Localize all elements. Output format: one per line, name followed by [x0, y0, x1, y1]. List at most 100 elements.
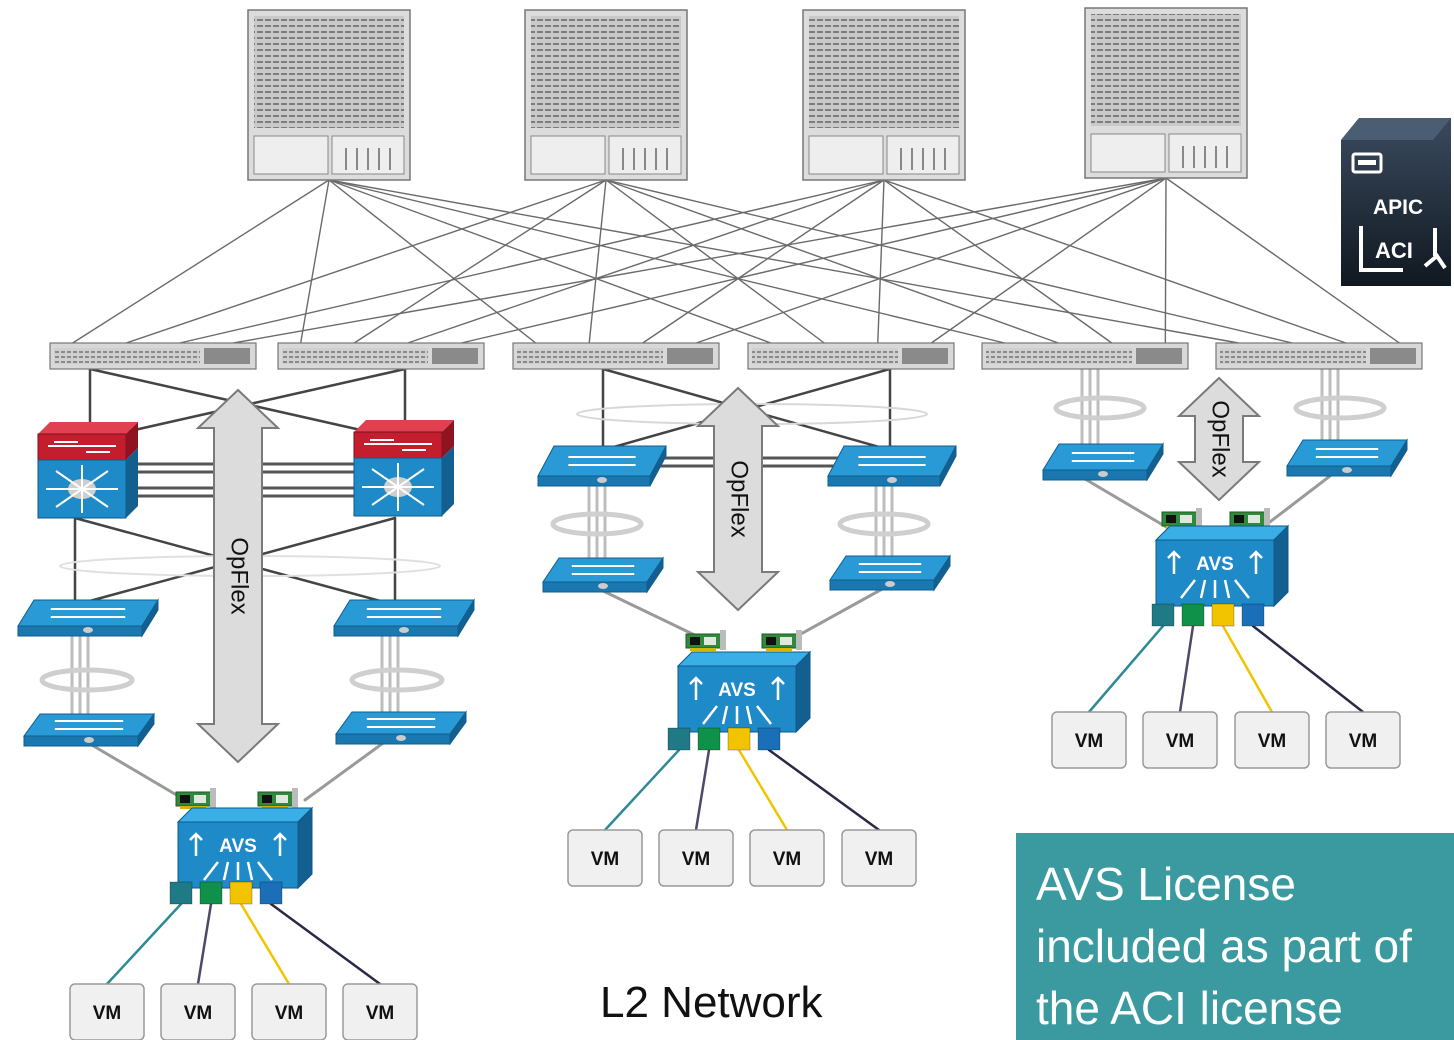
nic-port [276, 795, 288, 803]
leaf-switch-icon [1215, 342, 1423, 370]
vm-port-icon [229, 881, 253, 905]
vm-box [1234, 711, 1310, 769]
bidirectional-arrow-icon: OpFlex [695, 386, 781, 612]
switch-side-face [137, 712, 155, 748]
opflex-arrow-shape [195, 388, 281, 764]
switch-led [887, 477, 897, 483]
switch-led [396, 735, 406, 741]
firewall-top-face [354, 420, 454, 432]
vm-link [767, 748, 881, 832]
vm-label: VM [591, 849, 620, 870]
fabric-link [299, 179, 330, 344]
fabric-link [232, 177, 1167, 344]
vm-link [105, 902, 183, 986]
fabric-link [460, 177, 1167, 344]
vm-port-icon [1211, 603, 1235, 627]
vm-icon: VM [658, 829, 734, 887]
avs-side-face [1273, 524, 1289, 608]
nic-bracket [292, 788, 298, 808]
switch-front-face [542, 581, 648, 593]
avs-down-arrows [1180, 579, 1250, 599]
vm-label: VM [366, 1003, 395, 1024]
vm-box [160, 983, 236, 1040]
vm-icon: VM [1142, 711, 1218, 769]
nic-chip [180, 795, 190, 803]
fabric-link [328, 179, 1006, 344]
vm-link [1087, 624, 1165, 714]
spine-supervisor [530, 135, 606, 175]
switch-front-face [537, 475, 651, 487]
vm-port-icon [667, 727, 691, 751]
avs-up-arrows [1167, 550, 1263, 574]
switch-top-face [542, 557, 664, 583]
switch-arrows [366, 608, 442, 618]
license-callout-text: AVS License included as part of the ACI … [1036, 858, 1412, 1034]
vm-link [269, 902, 382, 986]
vm-icon: VM [69, 983, 145, 1040]
switch-top-face [17, 599, 159, 627]
fabric-link [179, 179, 885, 344]
vm-link [196, 902, 213, 986]
vm-label: VM [773, 849, 802, 870]
switch-led [83, 627, 93, 633]
avs-up-arrows [189, 832, 287, 856]
switch-side-face [141, 598, 159, 638]
avs-top-face [176, 807, 314, 823]
core-arrows [46, 465, 118, 513]
apic-title: APIC [1373, 196, 1423, 219]
switch-led [598, 583, 608, 589]
avs-top-face [676, 651, 812, 667]
port-channel-ring [550, 511, 644, 537]
fabric-link [605, 179, 1059, 344]
nic-connector [690, 648, 716, 651]
nic-chip [1166, 515, 1176, 523]
fabric-link [605, 179, 1293, 344]
vm-box [841, 829, 917, 887]
vm-port-icon [1241, 603, 1265, 627]
leaf-switch-icon [747, 342, 955, 370]
vm-label: VM [865, 849, 894, 870]
apic-controller-icon: APIC ACI [1341, 118, 1451, 286]
access-switch-icon [17, 598, 159, 638]
link-line [303, 736, 392, 802]
switch-side-face [649, 445, 667, 487]
l2-network-label: L2 Network [600, 978, 823, 1027]
leaf-ports [54, 348, 200, 364]
vm-port-icon [757, 727, 781, 751]
nic-card-icon [175, 788, 216, 809]
switch-top-face [827, 445, 957, 477]
vm-port-icon [1181, 603, 1205, 627]
nic-port [780, 637, 792, 645]
switch-front-face [829, 579, 935, 591]
leaf-ports [752, 348, 898, 364]
apic-logo-text: ACI [1375, 238, 1413, 263]
vm-label: VM [1349, 731, 1378, 752]
fabric-link [353, 179, 607, 344]
vm-link [239, 902, 291, 986]
vm-box [251, 983, 327, 1040]
link-line [78, 736, 187, 802]
spine-switch-icon [524, 9, 688, 181]
nic-port [194, 795, 206, 803]
switch-arrows [54, 720, 124, 730]
avs-down-arrows [702, 705, 772, 725]
port-channel-ring [1053, 395, 1147, 421]
core-arrows [362, 463, 434, 511]
avs-label: AVS [219, 836, 257, 857]
nic-chip [1234, 515, 1244, 523]
vm-label: VM [682, 849, 711, 870]
link-line [1260, 474, 1332, 530]
spine-switch-icon [1084, 7, 1248, 179]
vm-port-icon [199, 881, 223, 905]
vm-link [1251, 624, 1365, 714]
switch-front-face [17, 625, 143, 637]
spine-line-cards [809, 16, 959, 128]
vm-icon: VM [1051, 711, 1127, 769]
opflex-arrow-shape [695, 386, 781, 612]
vm-port-icon [727, 727, 751, 751]
avs-side-face [297, 806, 313, 890]
fabric-link [1164, 177, 1167, 344]
switch-side-face [646, 556, 664, 594]
nic-card-icon [685, 630, 726, 651]
